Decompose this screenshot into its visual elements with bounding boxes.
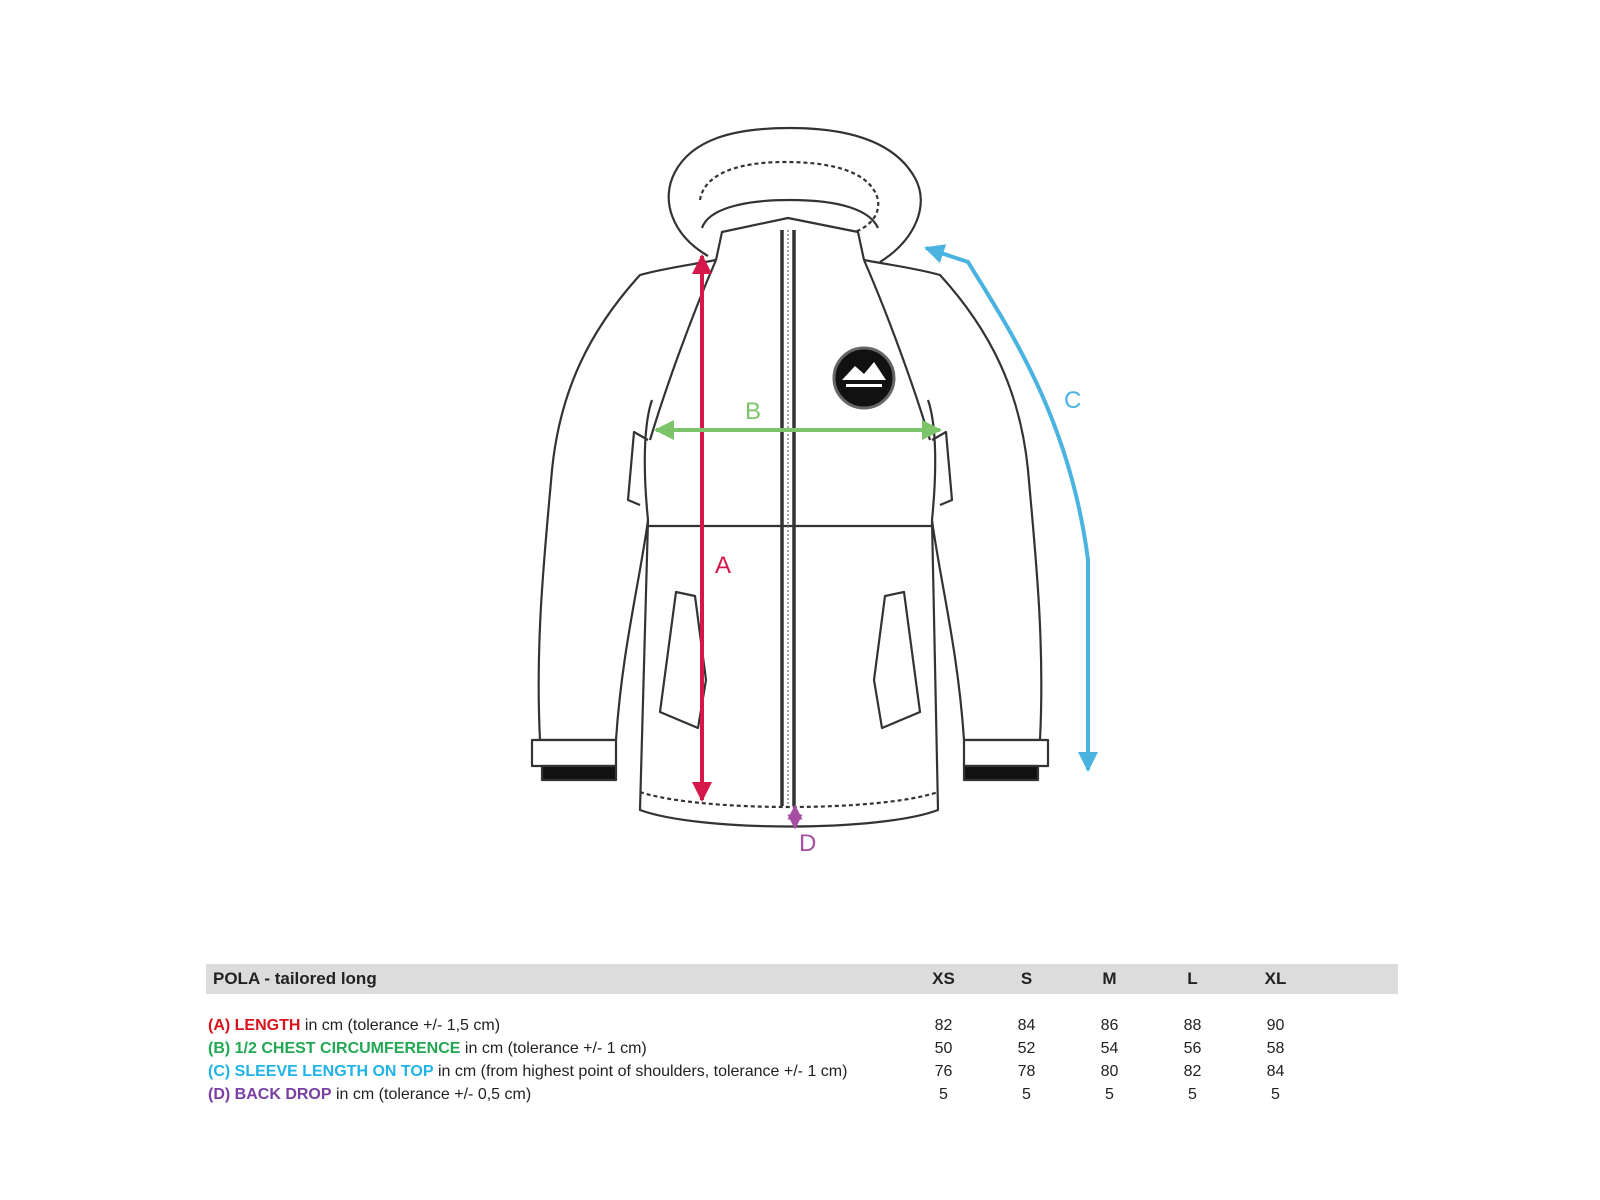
- label-d: D: [799, 830, 816, 857]
- row-description: (D) BACK DROP in cm (tolerance +/- 0,5 c…: [206, 1083, 902, 1106]
- table-row: (A) LENGTH in cm (tolerance +/- 1,5 cm) …: [206, 1014, 1398, 1037]
- table-cell: 56: [1183, 1039, 1202, 1057]
- table-cell: 5: [1022, 1085, 1031, 1103]
- table-cell: 86: [1100, 1016, 1119, 1034]
- table-cell: 5: [1188, 1085, 1197, 1103]
- label-c: C: [1064, 387, 1081, 414]
- measure-desc: in cm (tolerance +/- 1,5 cm): [300, 1016, 501, 1034]
- measure-desc: in cm (tolerance +/- 1 cm): [460, 1039, 647, 1057]
- size-chart-table: POLA - tailored long XS S M L XL (A) LEN…: [206, 964, 1398, 1106]
- table-row: (D) BACK DROP in cm (tolerance +/- 0,5 c…: [206, 1083, 1398, 1106]
- table-cell: 84: [1017, 1016, 1036, 1034]
- size-header: XL: [1234, 964, 1317, 994]
- measure-code: (D) BACK DROP: [208, 1085, 332, 1103]
- table-cell: 80: [1100, 1062, 1119, 1080]
- table-cell: 88: [1183, 1016, 1202, 1034]
- table-row: (B) 1/2 CHEST CIRCUMFERENCE in cm (toler…: [206, 1037, 1398, 1060]
- table-cell: 84: [1266, 1062, 1285, 1080]
- size-header: M: [1068, 964, 1151, 994]
- jacket-outline: [530, 126, 1050, 828]
- table-cell: 50: [934, 1039, 953, 1057]
- row-description: (C) SLEEVE LENGTH ON TOP in cm (from hig…: [206, 1060, 902, 1083]
- sleeve-arrow: [924, 244, 1098, 772]
- row-description: (B) 1/2 CHEST CIRCUMFERENCE in cm (toler…: [206, 1037, 902, 1060]
- product-name: POLA - tailored long: [206, 964, 902, 994]
- table-cell: 76: [934, 1062, 953, 1080]
- measure-code: (C) SLEEVE LENGTH ON TOP: [208, 1062, 434, 1080]
- size-header-row: POLA - tailored long XS S M L XL: [206, 964, 1398, 994]
- row-description: (A) LENGTH in cm (tolerance +/- 1,5 cm): [206, 1014, 902, 1037]
- header-filler: [1317, 964, 1398, 994]
- table-cell: 82: [934, 1016, 953, 1034]
- table-cell: 58: [1266, 1039, 1285, 1057]
- chest-logo-patch: [832, 346, 896, 410]
- table-cell: 82: [1183, 1062, 1202, 1080]
- size-header: XS: [902, 964, 985, 994]
- measure-code: (B) 1/2 CHEST CIRCUMFERENCE: [208, 1039, 461, 1057]
- label-b: B: [745, 398, 761, 425]
- table-cell: 54: [1100, 1039, 1119, 1057]
- table-cell: 5: [939, 1085, 948, 1103]
- table-cell: 52: [1017, 1039, 1036, 1057]
- table-cell: 90: [1266, 1016, 1285, 1034]
- measure-desc: in cm (tolerance +/- 0,5 cm): [331, 1085, 532, 1103]
- size-header: S: [985, 964, 1068, 994]
- table-cell: 5: [1105, 1085, 1114, 1103]
- label-a: A: [715, 552, 731, 579]
- table-cell: 78: [1017, 1062, 1036, 1080]
- table-cell: 5: [1271, 1085, 1280, 1103]
- jacket-diagram: A B C D: [530, 126, 1098, 857]
- table-row: (C) SLEEVE LENGTH ON TOP in cm (from hig…: [206, 1060, 1398, 1083]
- size-header: L: [1151, 964, 1234, 994]
- measure-code: (A) LENGTH: [208, 1016, 301, 1034]
- measure-desc: in cm (from highest point of shoulders, …: [433, 1062, 848, 1080]
